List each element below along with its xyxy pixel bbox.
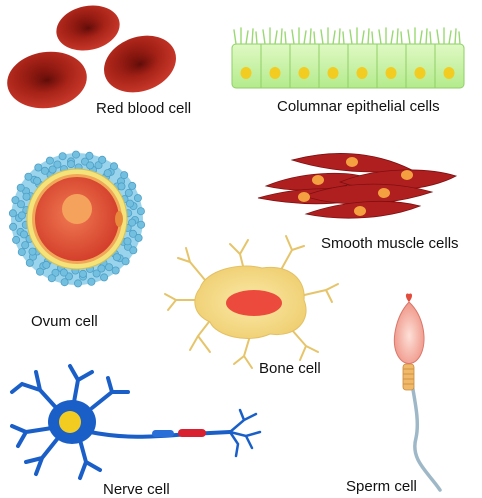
sperm-cell-icon bbox=[394, 293, 440, 490]
nerve-cell-label: Nerve cell bbox=[103, 482, 170, 497]
ovum-cell-icon bbox=[9, 151, 144, 287]
smooth-muscle-cells-icon bbox=[258, 153, 456, 218]
red-blood-cell-label: Red blood cell bbox=[96, 101, 191, 116]
nerve-cell-icon bbox=[12, 366, 260, 478]
bone-cell-label: Bone cell bbox=[259, 361, 321, 376]
columnar-epithelial-cells-label: Columnar epithelial cells bbox=[277, 99, 440, 114]
red-blood-cell-icon bbox=[3, 0, 184, 113]
smooth-muscle-cells-label: Smooth muscle cells bbox=[321, 236, 459, 251]
ovum-cell-label: Ovum cell bbox=[31, 314, 98, 329]
bone-cell-icon bbox=[165, 236, 338, 368]
sperm-cell-label: Sperm cell bbox=[346, 479, 417, 494]
columnar-epithelial-cells-icon bbox=[232, 28, 464, 88]
